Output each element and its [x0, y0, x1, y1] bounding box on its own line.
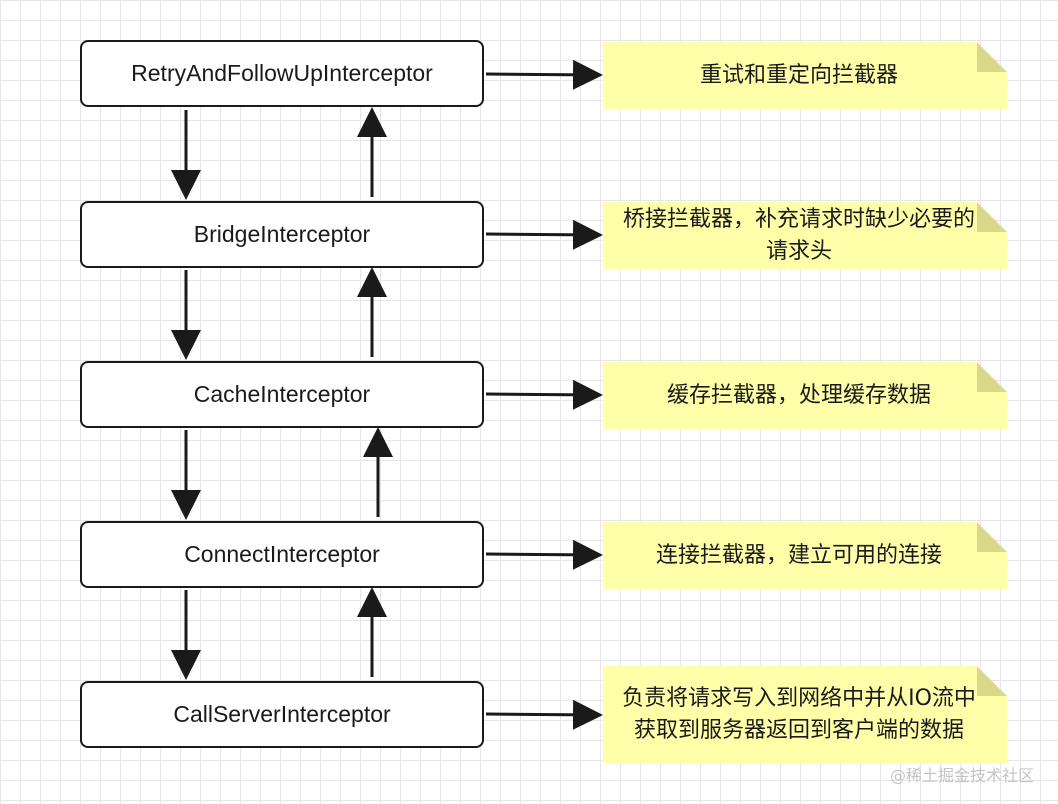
note-arrow-5 — [485, 699, 603, 730]
interceptor-box-connect: ConnectInterceptor — [80, 521, 484, 588]
interceptor-box-retry: RetryAndFollowUpInterceptor — [80, 40, 484, 107]
interceptor-label: CallServerInterceptor — [173, 701, 391, 727]
note-text: 连接拦截器，建立可用的连接 — [655, 542, 942, 568]
note-text: 桥接拦截器，补充请求时缺少必要的请求头 — [622, 206, 975, 264]
note-arrow-2 — [485, 219, 603, 250]
interceptor-label: ConnectInterceptor — [184, 541, 380, 567]
note-bridge: 桥接拦截器，补充请求时缺少必要的请求头 — [603, 202, 1007, 269]
watermark: @稀土掘金技术社区 — [889, 766, 1034, 785]
interceptor-box-callserver: CallServerInterceptor — [80, 681, 484, 748]
note-cache: 缓存拦截器，处理缓存数据 — [603, 362, 1007, 429]
note-callserver: 负责将请求写入到网络中并从IO流中获取到服务器返回到客户端的数据 — [603, 666, 1007, 763]
note-text: 负责将请求写入到网络中并从IO流中获取到服务器返回到客户端的数据 — [622, 685, 976, 743]
note-connect: 连接拦截器，建立可用的连接 — [603, 522, 1007, 589]
note-text: 缓存拦截器，处理缓存数据 — [666, 382, 931, 408]
note-retry: 重试和重定向拦截器 — [603, 42, 1007, 109]
interceptor-label: CacheInterceptor — [193, 381, 371, 407]
note-arrow-1 — [485, 59, 603, 90]
note-arrow-4 — [485, 539, 603, 570]
note-arrow-3 — [485, 379, 603, 410]
interceptor-label: RetryAndFollowUpInterceptor — [131, 60, 433, 86]
interceptor-box-cache: CacheInterceptor — [80, 361, 484, 428]
note-text: 重试和重定向拦截器 — [699, 62, 898, 88]
interceptor-label: BridgeInterceptor — [193, 221, 371, 247]
interceptor-box-bridge: BridgeInterceptor — [80, 201, 484, 268]
